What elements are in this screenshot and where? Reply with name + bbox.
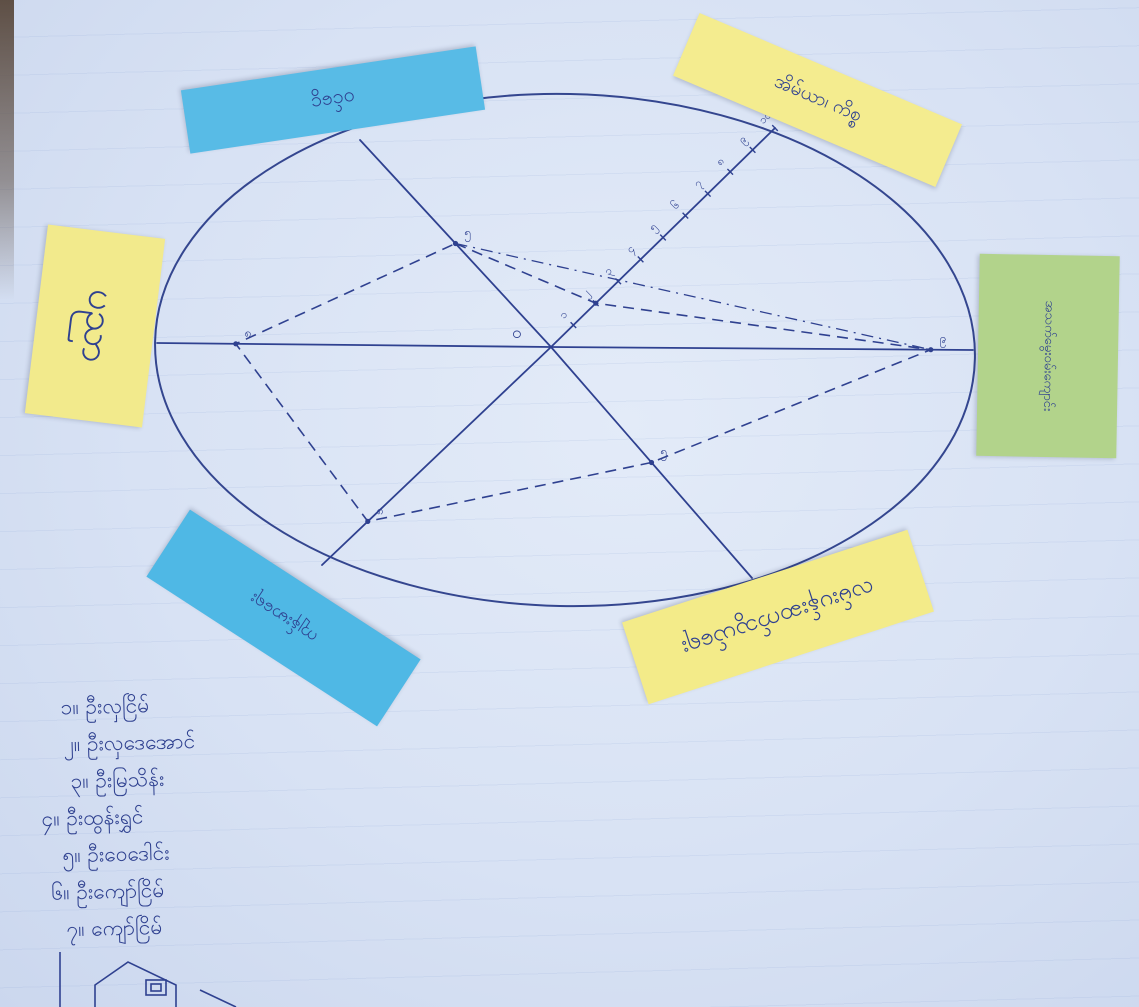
tick-label: ၆	[668, 198, 682, 212]
center-label: ၀	[512, 323, 522, 343]
score-point-3	[928, 347, 934, 353]
tick-mark	[749, 146, 756, 154]
axis-line-3	[550, 346, 974, 351]
tick-mark	[570, 321, 577, 329]
axis-line-5	[321, 346, 552, 566]
tick-label: ၉	[736, 133, 751, 148]
score-chord-line	[455, 242, 931, 351]
score-label-6: ၈	[245, 326, 252, 340]
photo-edge-shadow	[0, 0, 14, 300]
score-point-2	[593, 300, 599, 306]
tick-label: ၄	[624, 242, 639, 257]
tick-label: ၈	[713, 155, 727, 169]
participant-list: ၁။ ဦးလှငြိမ် ၂။ ဦးလှဒေအောင် ၃။ ဦးမြသိန်း…	[38, 682, 365, 949]
score-point-5	[365, 518, 371, 525]
tick-label: ၇	[691, 177, 706, 192]
score-point-6	[233, 341, 239, 347]
score-label-1: ၅	[465, 226, 472, 243]
score-point-4	[648, 459, 655, 466]
sticky-note-education: ပညာ	[24, 224, 166, 428]
tick-label: ၃	[601, 264, 616, 279]
score-label-5: ၈	[377, 503, 384, 517]
axis-lines	[156, 127, 974, 579]
tick-mark	[771, 124, 779, 132]
house-sketch	[59, 952, 237, 1007]
sticky-note-label: အသက်မွေးဝမ်းကျောင်း	[1040, 300, 1058, 412]
sticky-note-livelihood: အသက်မွေးဝမ်းကျောင်း	[976, 253, 1120, 459]
sticky-note-label: အိမ်ယာ၊ ကိစ္စ	[771, 69, 866, 127]
tick-label: ၅	[646, 220, 661, 235]
score-label-3: ၉	[940, 332, 947, 349]
tick-mark	[726, 168, 734, 176]
outer-ellipse	[154, 92, 976, 608]
tick-mark	[637, 256, 644, 263]
sticky-note-label: ကျန်းမာရေး	[245, 589, 321, 649]
tick-label: ၁	[556, 308, 570, 322]
score-polygon	[234, 242, 934, 523]
tick-mark	[659, 234, 667, 241]
score-label-4: ၅	[661, 445, 668, 462]
tick-mark	[704, 190, 712, 198]
participant-name: ၇။ ကျော်ငြိမ်	[65, 914, 163, 942]
sticky-note-label: ပညာ	[72, 287, 126, 366]
sticky-note-label: ဝင်ငွေ	[309, 86, 357, 118]
tick-label: ၂	[579, 286, 593, 300]
score-point-1	[452, 240, 459, 247]
axis-line-6	[156, 342, 552, 348]
tick-mark	[682, 212, 689, 219]
